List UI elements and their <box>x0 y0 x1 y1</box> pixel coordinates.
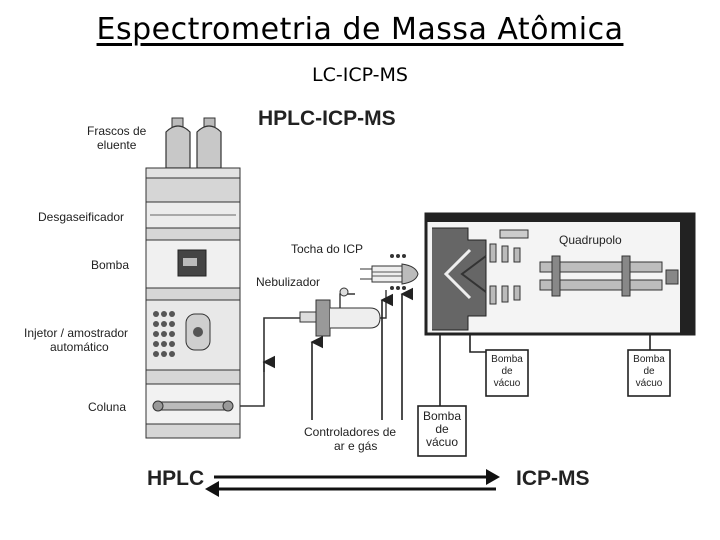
label-bomba-vacuo-3b: de <box>643 366 655 377</box>
label-desgaseificador: Desgaseificador <box>38 210 124 224</box>
eluent-bottles <box>165 117 222 169</box>
nebulizer-assembly <box>299 287 387 337</box>
label-controladores-1: Controladores de <box>304 425 396 439</box>
label-injetor-2: automático <box>50 340 109 354</box>
label-bomba-vacuo-3a: Bomba <box>633 354 665 365</box>
vacuum-pump-right: Bomba de vácuo <box>627 349 671 397</box>
arrow-label-hplc: HPLC <box>147 467 204 490</box>
label-frascos-2: eluente <box>97 138 137 152</box>
hplc-stack <box>145 117 241 439</box>
arrow-label-icpms: ICP-MS <box>516 467 590 490</box>
icp-torch <box>360 254 419 290</box>
slide-title: Espectrometria de Massa Atômica <box>96 12 624 47</box>
transfer-tubing <box>240 317 300 407</box>
vacuum-pump-mid: Bomba de vácuo <box>485 349 529 397</box>
quadrupole-rods <box>539 255 663 297</box>
slide-subtitle: LC-ICP-MS <box>312 64 408 86</box>
label-bomba-vacuo-2c: vácuo <box>494 378 521 389</box>
label-quadrupolo: Quadrupolo <box>559 233 622 247</box>
hplc-icpms-double-arrow: HPLC ICP-MS <box>147 467 590 497</box>
vacuum-pump-main: Bomba de vácuo <box>417 405 467 457</box>
injector-module <box>145 287 241 371</box>
label-bomba-vacuo-2b: de <box>501 366 513 377</box>
label-injetor-1: Injetor / amostrador <box>24 326 128 340</box>
label-nebulizador: Nebulizador <box>256 275 320 289</box>
label-bomba-vacuo-1b: de <box>435 422 449 436</box>
label-coluna: Coluna <box>88 400 126 414</box>
label-frascos-1: Frascos de <box>87 124 147 138</box>
label-bomba: Bomba <box>91 258 129 272</box>
label-tocha: Tocha do ICP <box>291 242 363 256</box>
gas-control-lines <box>310 287 414 420</box>
diagram-heading: HPLC-ICP-MS <box>258 107 396 130</box>
degasser-module <box>145 177 241 229</box>
label-controladores-2: ar e gás <box>334 439 377 453</box>
icp-ms-housing <box>424 212 696 336</box>
label-bomba-vacuo-2a: Bomba <box>491 354 523 365</box>
pump-module <box>145 227 241 289</box>
label-bomba-vacuo-1a: Bomba <box>423 409 461 423</box>
label-bomba-vacuo-1c: vácuo <box>426 435 458 449</box>
label-bomba-vacuo-3c: vácuo <box>636 378 663 389</box>
column-module <box>145 369 241 439</box>
